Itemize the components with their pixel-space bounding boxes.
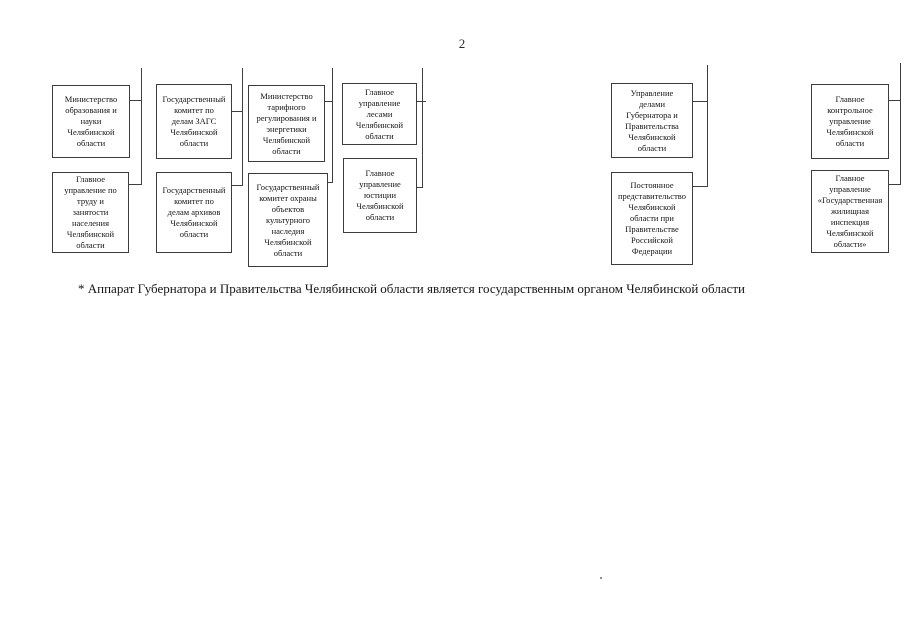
org-box-state-committee-zags: Государственный комитет по делам ЗАГС Че… (156, 84, 232, 159)
connector-branch (417, 187, 423, 188)
connector-branch (129, 184, 142, 185)
org-box-main-dept-justice: Главное управление юстиции Челябинской о… (343, 158, 417, 233)
connector-branch (889, 184, 901, 185)
connector-vertical-1 (141, 68, 142, 185)
org-box-permanent-representation-moscow: Постоянное представительство Челябинской… (611, 172, 693, 265)
org-box-main-control-dept: Главное контрольное управление Челябинск… (811, 84, 889, 159)
page-number: 2 (458, 36, 466, 51)
org-box-state-committee-cultural-heritage: Государственный комитет охраны объектов … (248, 173, 328, 267)
org-box-state-committee-archives: Государственный комитет по делам архивов… (156, 172, 232, 253)
org-box-ministry-education: Министерство образования и науки Челябин… (52, 85, 130, 158)
connector-branch (693, 101, 708, 102)
connector-branch (889, 100, 901, 101)
org-box-main-dept-forests: Главное управление лесами Челябинской об… (342, 83, 417, 145)
org-box-main-dept-labor-employment: Главное управление по труду и занятости … (52, 172, 129, 253)
connector-branch (325, 101, 333, 102)
connector-branch (328, 182, 333, 183)
connector-branch (417, 101, 426, 102)
connector-branch (693, 186, 708, 187)
connector-vertical-2 (242, 68, 243, 186)
connector-vertical-4 (422, 68, 423, 188)
org-box-administration-governor-government: Управление делами Губернатора и Правител… (611, 83, 693, 158)
connector-vertical-6 (900, 63, 901, 185)
org-box-main-dept-housing-inspection: Главное управление «Государственная жили… (811, 170, 889, 253)
connector-branch (232, 185, 243, 186)
scan-artifact-dot (600, 577, 602, 579)
footnote: * Аппарат Губернатора и Правительства Че… (78, 281, 746, 296)
org-box-ministry-tariff-energy: Министерство тарифного регулирования и э… (248, 85, 325, 162)
connector-branch (130, 100, 142, 101)
connector-vertical-5 (707, 65, 708, 187)
connector-vertical-3 (332, 68, 333, 183)
connector-branch (232, 111, 243, 112)
